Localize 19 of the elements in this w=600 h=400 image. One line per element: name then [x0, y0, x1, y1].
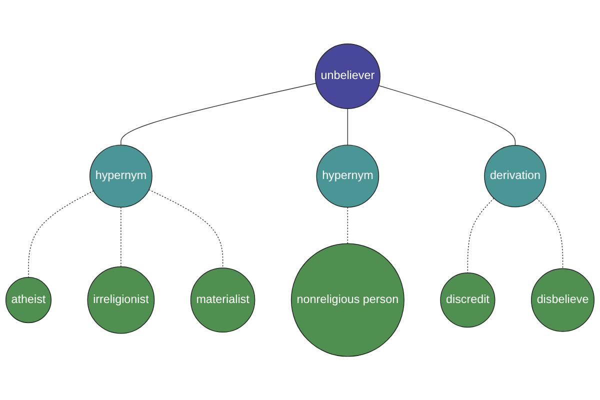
node-circle: hypernym	[316, 144, 380, 208]
node-circle: unbeliever	[314, 43, 380, 109]
node-circle: hypernym	[90, 144, 152, 208]
connector	[378, 85, 516, 146]
connector	[467, 198, 494, 274]
node-circle: nonreligious person	[290, 243, 404, 357]
connector	[28, 190, 94, 278]
node-circle: derivation	[484, 144, 546, 208]
connector	[148, 189, 224, 268]
connector	[120, 82, 316, 146]
node-circle: disbelieve	[530, 268, 595, 332]
node-circle: materialist	[190, 268, 256, 332]
node-circle: atheist	[5, 276, 52, 323]
node-circle: irreligionist	[87, 266, 155, 334]
connector	[536, 198, 564, 269]
connector	[347, 108, 348, 146]
node-circle: discredit	[440, 272, 496, 328]
connector	[120, 206, 122, 267]
connector	[347, 206, 348, 244]
